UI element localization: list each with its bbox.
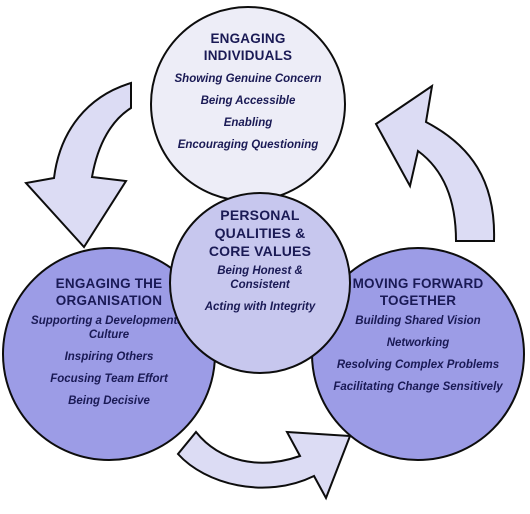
engaging-individuals-circle: ENGAGING INDIVIDUALS Showing Genuine Con… — [150, 6, 346, 202]
title-line: ENGAGING THE — [55, 276, 163, 291]
personal-qualities-title: PERSONAL QUALITIES & CORE VALUES — [190, 206, 330, 260]
title-line: CORE VALUES — [208, 243, 312, 259]
list-item: Encouraging Questioning — [177, 139, 319, 151]
list-item: Being Decisive — [68, 395, 150, 407]
title-line: TOGETHER — [379, 293, 457, 308]
title-line: ORGANISATION — [55, 293, 163, 308]
list-item: Being Accessible — [200, 95, 296, 107]
arrow-top-to-left — [24, 81, 132, 249]
list-item: Facilitating Change Sensitively — [333, 381, 503, 393]
list-item: Inspiring Others — [64, 351, 154, 363]
engaging-the-organisation-circle: ENGAGING THE ORGANISATION Supporting a D… — [2, 247, 216, 461]
moving-forward-together-title: MOVING FORWARD TOGETHER — [333, 275, 503, 309]
title-line: PERSONAL — [220, 207, 300, 223]
personal-qualities-circle: PERSONAL QUALITIES & CORE VALUES Being H… — [169, 192, 351, 374]
list-item: Building Shared Vision — [355, 315, 481, 327]
list-item: Being Honest & Consistent — [217, 265, 303, 291]
title-line: QUALITIES & — [214, 225, 306, 241]
arrow-right-to-top — [374, 83, 496, 242]
list-item: Showing Genuine Concern — [174, 73, 322, 85]
title-line: ENGAGING — [210, 31, 286, 46]
list-item: Supporting a Developmental Culture — [31, 315, 187, 341]
title-line: MOVING FORWARD — [352, 276, 484, 291]
list-item: Enabling — [223, 117, 273, 129]
title-line: INDIVIDUALS — [203, 48, 293, 63]
list-item: Focusing Team Effort — [50, 373, 168, 385]
engaging-individuals-title: ENGAGING INDIVIDUALS — [204, 30, 292, 64]
list-item: Resolving Complex Problems — [336, 359, 500, 371]
list-item: Acting with Integrity — [204, 301, 316, 313]
engaging-the-organisation-title: ENGAGING THE ORGANISATION — [24, 275, 194, 309]
list-item: Networking — [386, 337, 450, 349]
arrow-left-to-right — [176, 430, 352, 501]
